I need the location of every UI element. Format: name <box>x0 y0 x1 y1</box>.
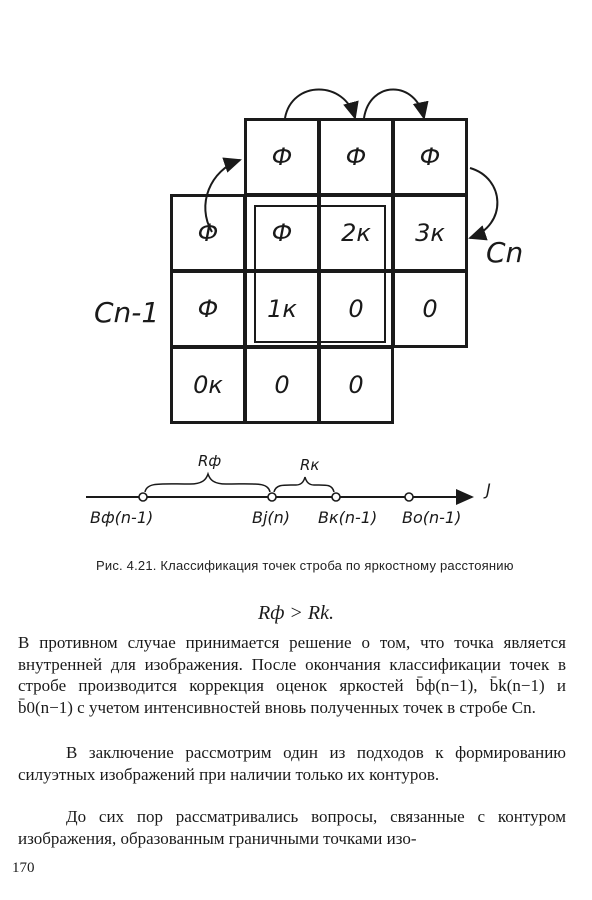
scan-arrow-2 <box>284 88 359 120</box>
scan-arrow-3 <box>363 88 429 120</box>
axis-label-b-phi: Bф(n-1) <box>90 508 154 527</box>
brace-label-r-k: Rк <box>300 456 320 474</box>
brace-label-r-phi: Rф <box>198 452 222 470</box>
brace-r-phi <box>144 471 271 493</box>
grid-cell: 0 <box>318 346 394 424</box>
scan-arrow-1 <box>204 157 242 233</box>
paragraph-3: До сих пор рассматривались вопросы, связ… <box>18 807 566 848</box>
brace-r-k <box>273 476 335 493</box>
label-cn: Cn <box>486 236 524 269</box>
axis-end-label: J <box>486 480 491 499</box>
scan-arrow-4 <box>468 167 499 241</box>
axis-point-2 <box>267 492 277 502</box>
axis-label-b-j: Bj(n) <box>252 508 291 527</box>
formula: Rф > Rk. <box>257 602 334 624</box>
strobe-window-frame <box>254 205 386 343</box>
axis-label-b-o: Bo(n-1) <box>402 508 462 527</box>
label-cn-minus-1: Cn-1 <box>94 296 160 329</box>
grid-cell: 0 <box>392 270 468 348</box>
axis-label-b-k: Bк(n-1) <box>318 508 378 527</box>
page-number: 170 <box>12 860 35 876</box>
figure-caption: Рис. 4.21. Классификация точек строба по… <box>96 558 514 573</box>
axis-point-4 <box>404 492 414 502</box>
axis-point-3 <box>331 492 341 502</box>
paragraph-2: В заключение рассмотрим один из подходов… <box>18 743 566 784</box>
paragraph-1: В противном случае принимается решение о… <box>18 633 566 717</box>
figure-arrows-and-axis <box>86 88 499 505</box>
axis-point-1 <box>138 492 148 502</box>
